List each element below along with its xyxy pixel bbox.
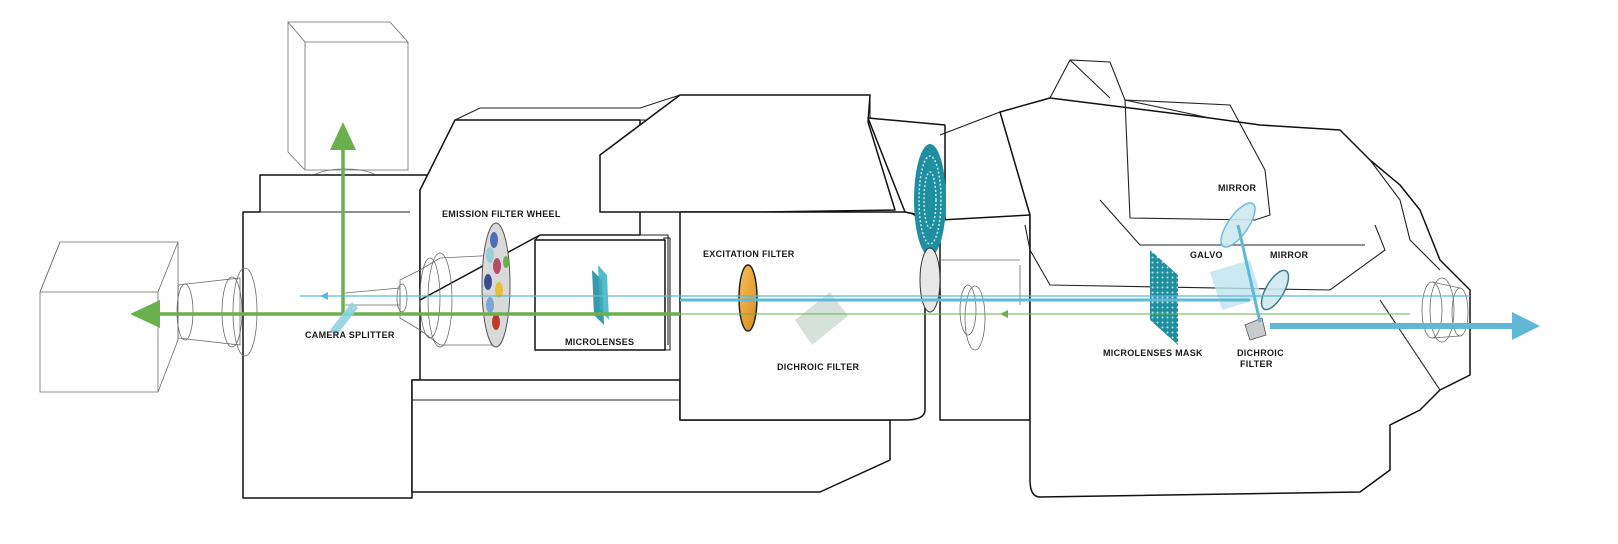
light-beams: [130, 122, 1540, 340]
excitation-filter: [738, 264, 758, 332]
label-excitation-filter: EXCITATION FILTER: [703, 249, 795, 259]
microlenses-element: [592, 265, 609, 325]
label-galvo: GALVO: [1190, 250, 1223, 260]
mirror-right: [1260, 269, 1290, 311]
dichroic-filter-right: [1244, 317, 1267, 341]
labels: EMISSION FILTER WHEEL CAMERA SPLITTER MI…: [305, 183, 1308, 372]
blue-arrow-right: [1512, 312, 1540, 340]
microlenses-mask: [1150, 250, 1178, 345]
camera-splitter: [330, 302, 358, 336]
label-microlenses: MICROLENSES: [565, 337, 634, 347]
label-microlenses-mask: MICROLENSES MASK: [1103, 348, 1203, 358]
label-dichroic-filter-right-1: DICHROIC: [1237, 348, 1284, 358]
green-arrow-left: [130, 300, 160, 328]
label-emission-filter-wheel: EMISSION FILTER WHEEL: [442, 209, 561, 219]
label-dichroic-filter-right-2: FILTER: [1240, 359, 1273, 369]
label-mirror-right: MIRROR: [1270, 250, 1308, 260]
emission-filter-wheel: [481, 222, 511, 348]
label-mirror-top: MIRROR: [1218, 183, 1256, 193]
green-arrow-up: [330, 122, 356, 150]
dichroic-filter-center: [795, 292, 848, 345]
objective-tube: [176, 252, 501, 357]
right-port: [1421, 277, 1469, 343]
label-camera-splitter: CAMERA SPLITTER: [305, 330, 395, 340]
label-dichroic-filter-center: DICHROIC FILTER: [777, 362, 860, 372]
